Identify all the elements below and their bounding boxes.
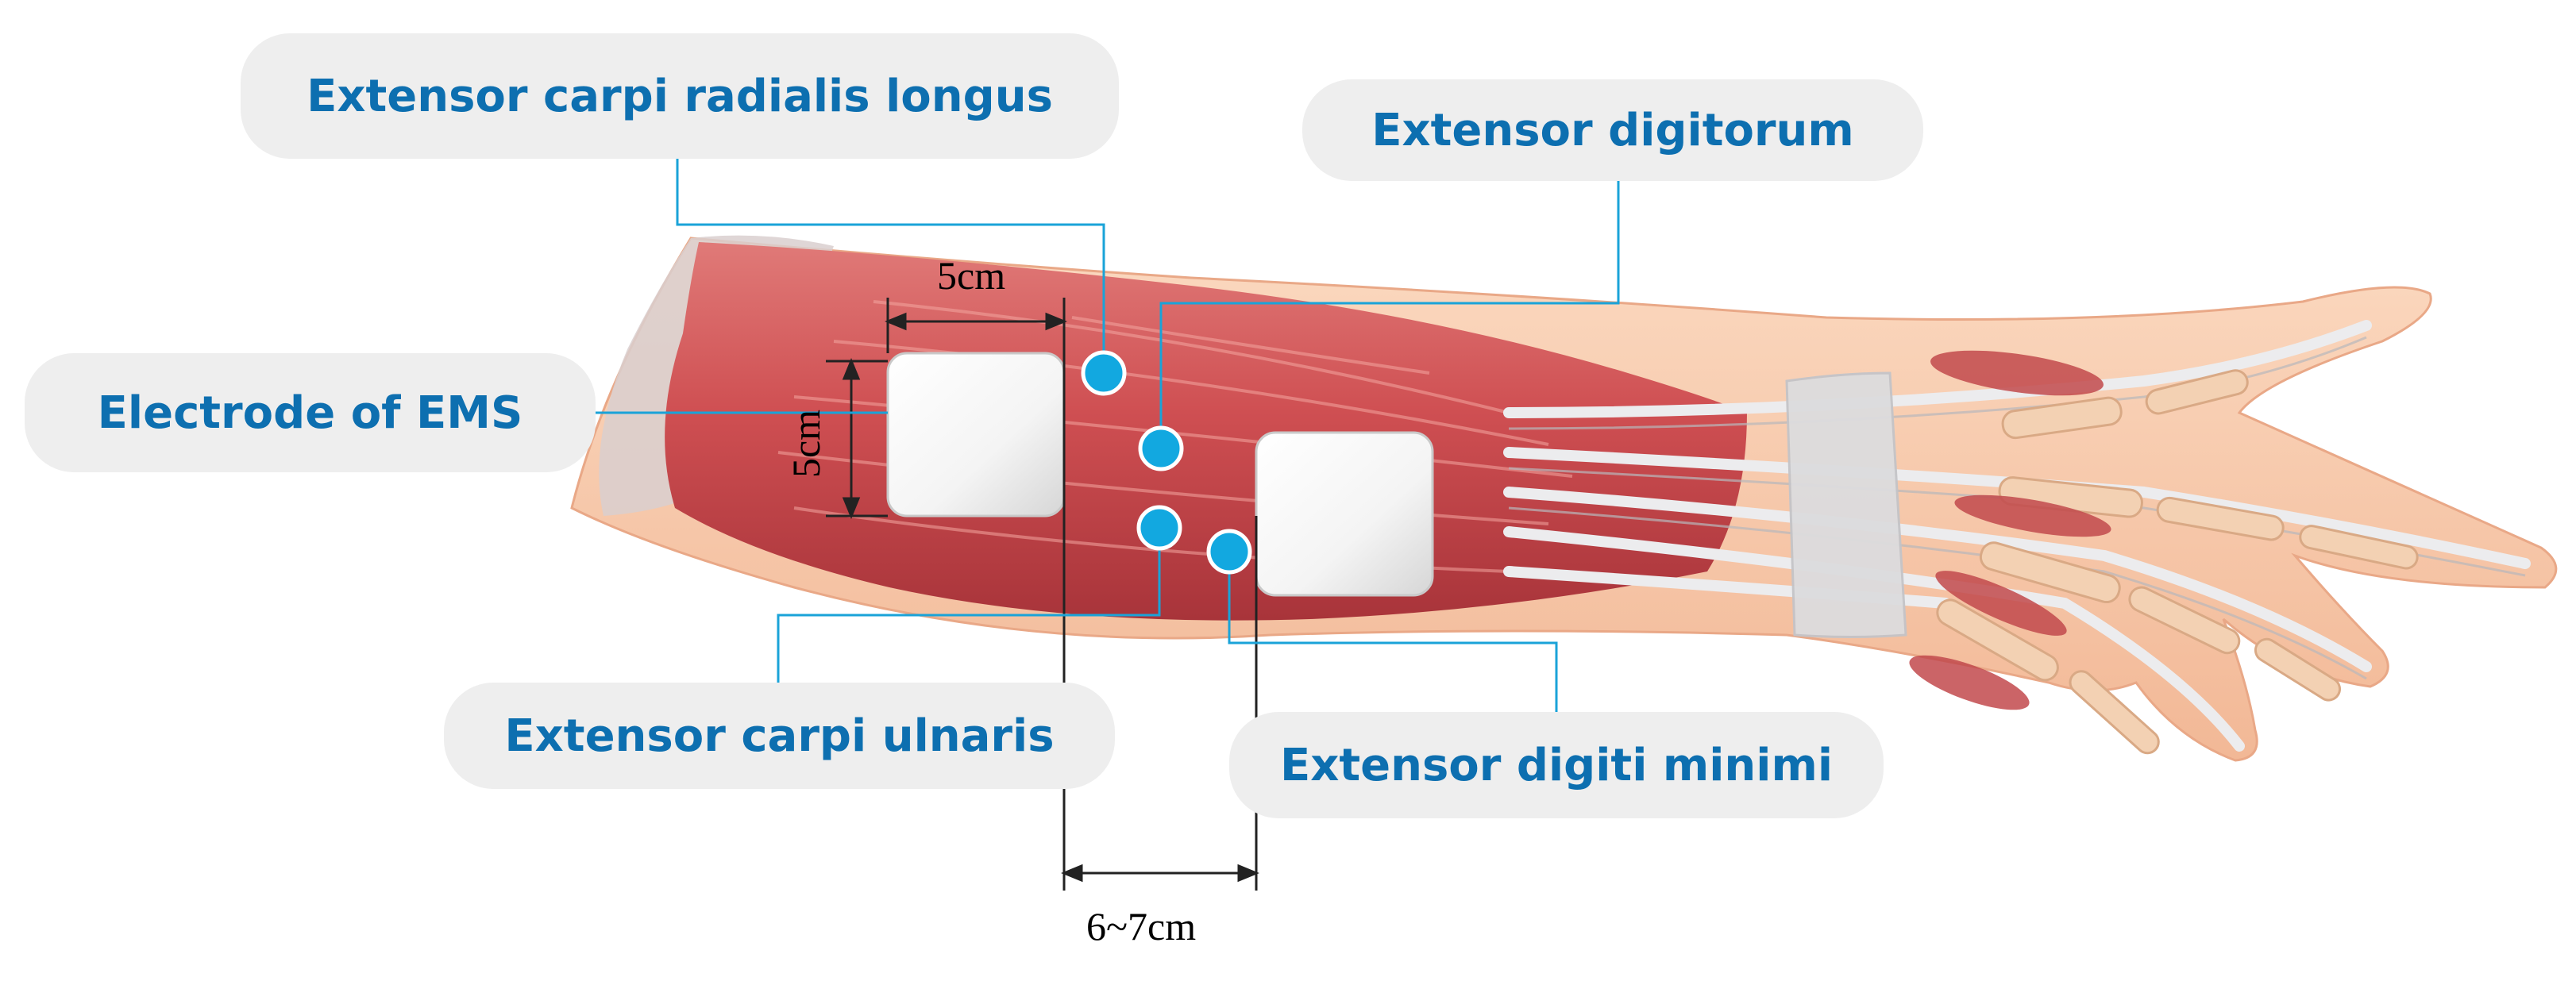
hand-muscles bbox=[1909, 350, 2111, 710]
leader-lines bbox=[596, 159, 1620, 726]
label-ecu-text: Extensor carpi ulnaris bbox=[504, 710, 1055, 762]
ems-electrode-1 bbox=[886, 352, 1066, 518]
finger-bones bbox=[1936, 369, 2419, 755]
leader-ed bbox=[1159, 181, 1620, 448]
dimension-width-label: 5cm bbox=[937, 253, 1006, 298]
leader-ecrl bbox=[676, 159, 1105, 373]
dimension-spacing-label: 6~7cm bbox=[1086, 904, 1197, 948]
label-extensor-carpi-ulnaris: Extensor carpi ulnaris bbox=[444, 683, 1115, 789]
label-electrode-of-ems: Electrode of EMS bbox=[25, 353, 596, 472]
label-ecrl-text: Extensor carpi radialis longus bbox=[307, 70, 1053, 122]
ems-electrode-2 bbox=[1255, 431, 1434, 597]
dimension-height-label: 5cm bbox=[784, 409, 829, 479]
label-extensor-digiti-minimi: Extensor digiti minimi bbox=[1229, 712, 1884, 818]
extensor-retinaculum bbox=[1785, 371, 1907, 638]
point-edm bbox=[1206, 529, 1252, 575]
label-electrode-text: Electrode of EMS bbox=[97, 387, 523, 439]
leader-edm bbox=[1228, 552, 1558, 726]
dimension-lines bbox=[826, 298, 1259, 891]
label-ed-text: Extensor digitorum bbox=[1371, 104, 1854, 156]
point-ed bbox=[1138, 425, 1184, 471]
point-ecu bbox=[1136, 505, 1182, 551]
label-extensor-digitorum: Extensor digitorum bbox=[1302, 79, 1923, 181]
point-ecrl bbox=[1081, 350, 1127, 396]
leader-ecu bbox=[777, 528, 1161, 683]
label-extensor-carpi-radialis-longus: Extensor carpi radialis longus bbox=[241, 33, 1119, 159]
label-edm-text: Extensor digiti minimi bbox=[1279, 739, 1834, 791]
motor-points bbox=[1081, 350, 1252, 575]
